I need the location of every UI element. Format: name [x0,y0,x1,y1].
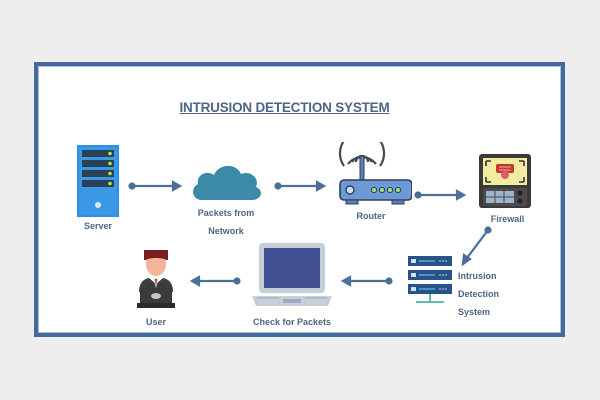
check-node [251,242,333,310]
arrow-server-to-network [128,180,183,192]
user-node [135,248,177,310]
network-label: Packets from Network [186,204,266,240]
network-label-line-1: Packets from [197,208,255,218]
arrow-router-to-firewall [414,189,467,201]
arrow-check-to-user [189,275,241,287]
ids-label-line-2: Detection [458,289,500,299]
server-rack-icon [408,256,452,303]
firewall-node [478,153,534,211]
server-icon [77,145,119,217]
ids-label: Intrusion Detection System [458,267,499,321]
arrow-ids-to-check [340,275,393,287]
server-node [77,145,119,217]
cloud-icon [193,165,261,200]
arrow-firewall-to-ids [461,226,492,267]
router-label: Router [356,211,386,221]
user-at-laptop-icon [137,250,175,308]
diagram-title: INTRUSION DETECTION SYSTEM [179,100,390,115]
arrow-network-to-router [274,180,327,192]
user-label: User [145,317,166,327]
firewall-laptop-icon [479,154,531,208]
firewall-label: Firewall [490,214,525,224]
network-node [190,160,262,202]
check-label: Check for Packets [252,317,332,327]
ids-node [408,256,454,308]
laptop-icon [252,243,332,306]
router-icon [338,142,412,205]
ids-label-line-3: System [458,307,491,317]
network-label-line-2: Network [208,226,244,236]
ids-label-line-1: Intrusion [458,271,497,281]
server-label: Server [83,221,113,231]
router-node [332,142,412,208]
